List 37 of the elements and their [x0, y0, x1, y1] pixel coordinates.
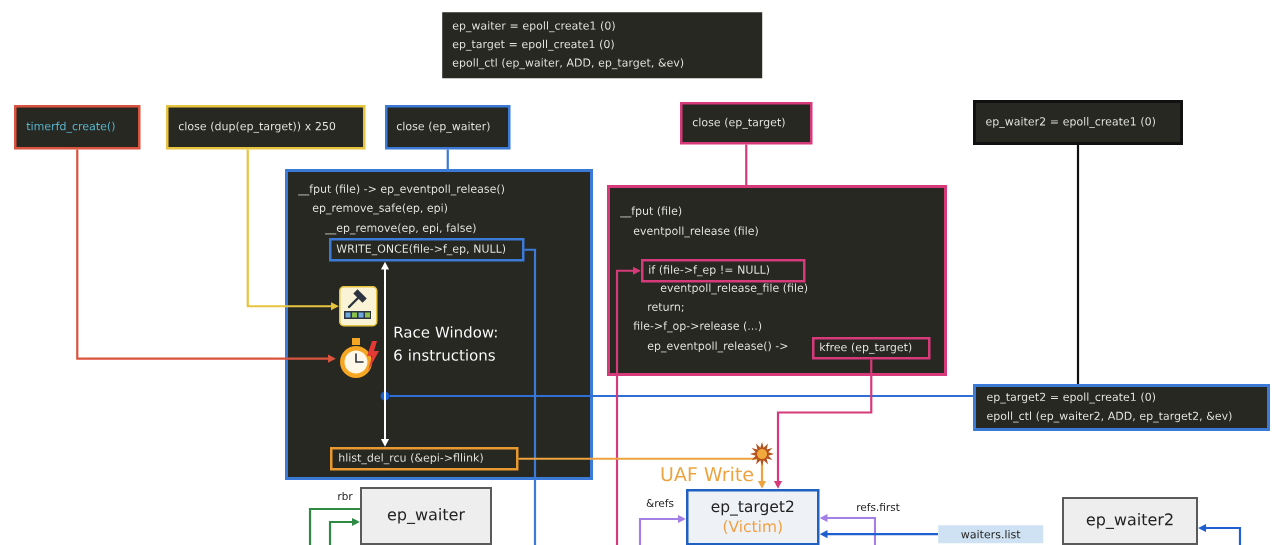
code-line: __fput (file)	[620, 206, 682, 218]
code-box: ep_target2 = epoll_create1 (0) epoll_ctl (ep_waiter2, ADD, ep_target2, &ev)	[973, 384, 1270, 431]
connector-line	[308, 507, 360, 545]
highlight-box: if (file->f_ep != NULL)	[641, 259, 806, 283]
edge-label: &refs	[645, 497, 675, 509]
code-line: __ep_remove(ep, epi, false)	[325, 223, 476, 235]
code-box: ep_waiter2 = epoll_create1 (0)	[973, 100, 1183, 145]
edge-label: UAF Write	[659, 465, 755, 483]
highlight-box: kfree (ep_target)	[812, 337, 931, 360]
code-line: eventpoll_release (file)	[633, 226, 758, 238]
code-box: close (ep_target)	[680, 102, 813, 145]
connector-line	[446, 149, 449, 169]
struct-box: ep_target2 (Victim)	[686, 489, 820, 545]
connector-line	[389, 394, 973, 398]
struct-box: ep_waiter	[360, 487, 492, 545]
stopwatch-icon	[340, 338, 379, 378]
code-line: file->f_op->release (...)	[633, 321, 762, 333]
code-line: ep_remove_safe(ep, epi)	[312, 203, 447, 215]
hammer-keyboard-icon	[339, 286, 378, 327]
connector-line	[745, 144, 748, 185]
code-line: return;	[648, 303, 684, 312]
code-line: __fput (file) -> ep_eventpoll_release()	[298, 184, 504, 196]
edge-label: rbr	[336, 490, 354, 502]
highlight-box: hlist_del_rcu (&epi->fllink)	[330, 447, 519, 471]
highlight-box: WRITE_ONCE(file->f_ep, NULL)	[329, 238, 525, 262]
code-line: ep_eventpoll_release() ->	[647, 341, 788, 353]
edge-label: Race Window: 6 instructions	[394, 326, 497, 361]
connector-line	[1076, 145, 1080, 384]
code-box: close (dup(ep_target)) x 250	[166, 105, 366, 150]
connector-line	[524, 248, 537, 545]
code-box: timerfd_create()	[14, 105, 141, 150]
struct-box: ep_waiter2	[1062, 497, 1198, 545]
code-block: ep_waiter = epoll_create1 (0) ep_target = epoll_create1 (0) epoll_ctl (ep_waiter, ADD, ep_target, &ev)	[442, 12, 763, 79]
code-line: eventpoll_release_file (file)	[660, 283, 808, 295]
list-tag: waiters.list	[938, 525, 1044, 544]
code-box: close (ep_waiter)	[385, 105, 511, 150]
edge-label: refs.first	[855, 501, 901, 513]
